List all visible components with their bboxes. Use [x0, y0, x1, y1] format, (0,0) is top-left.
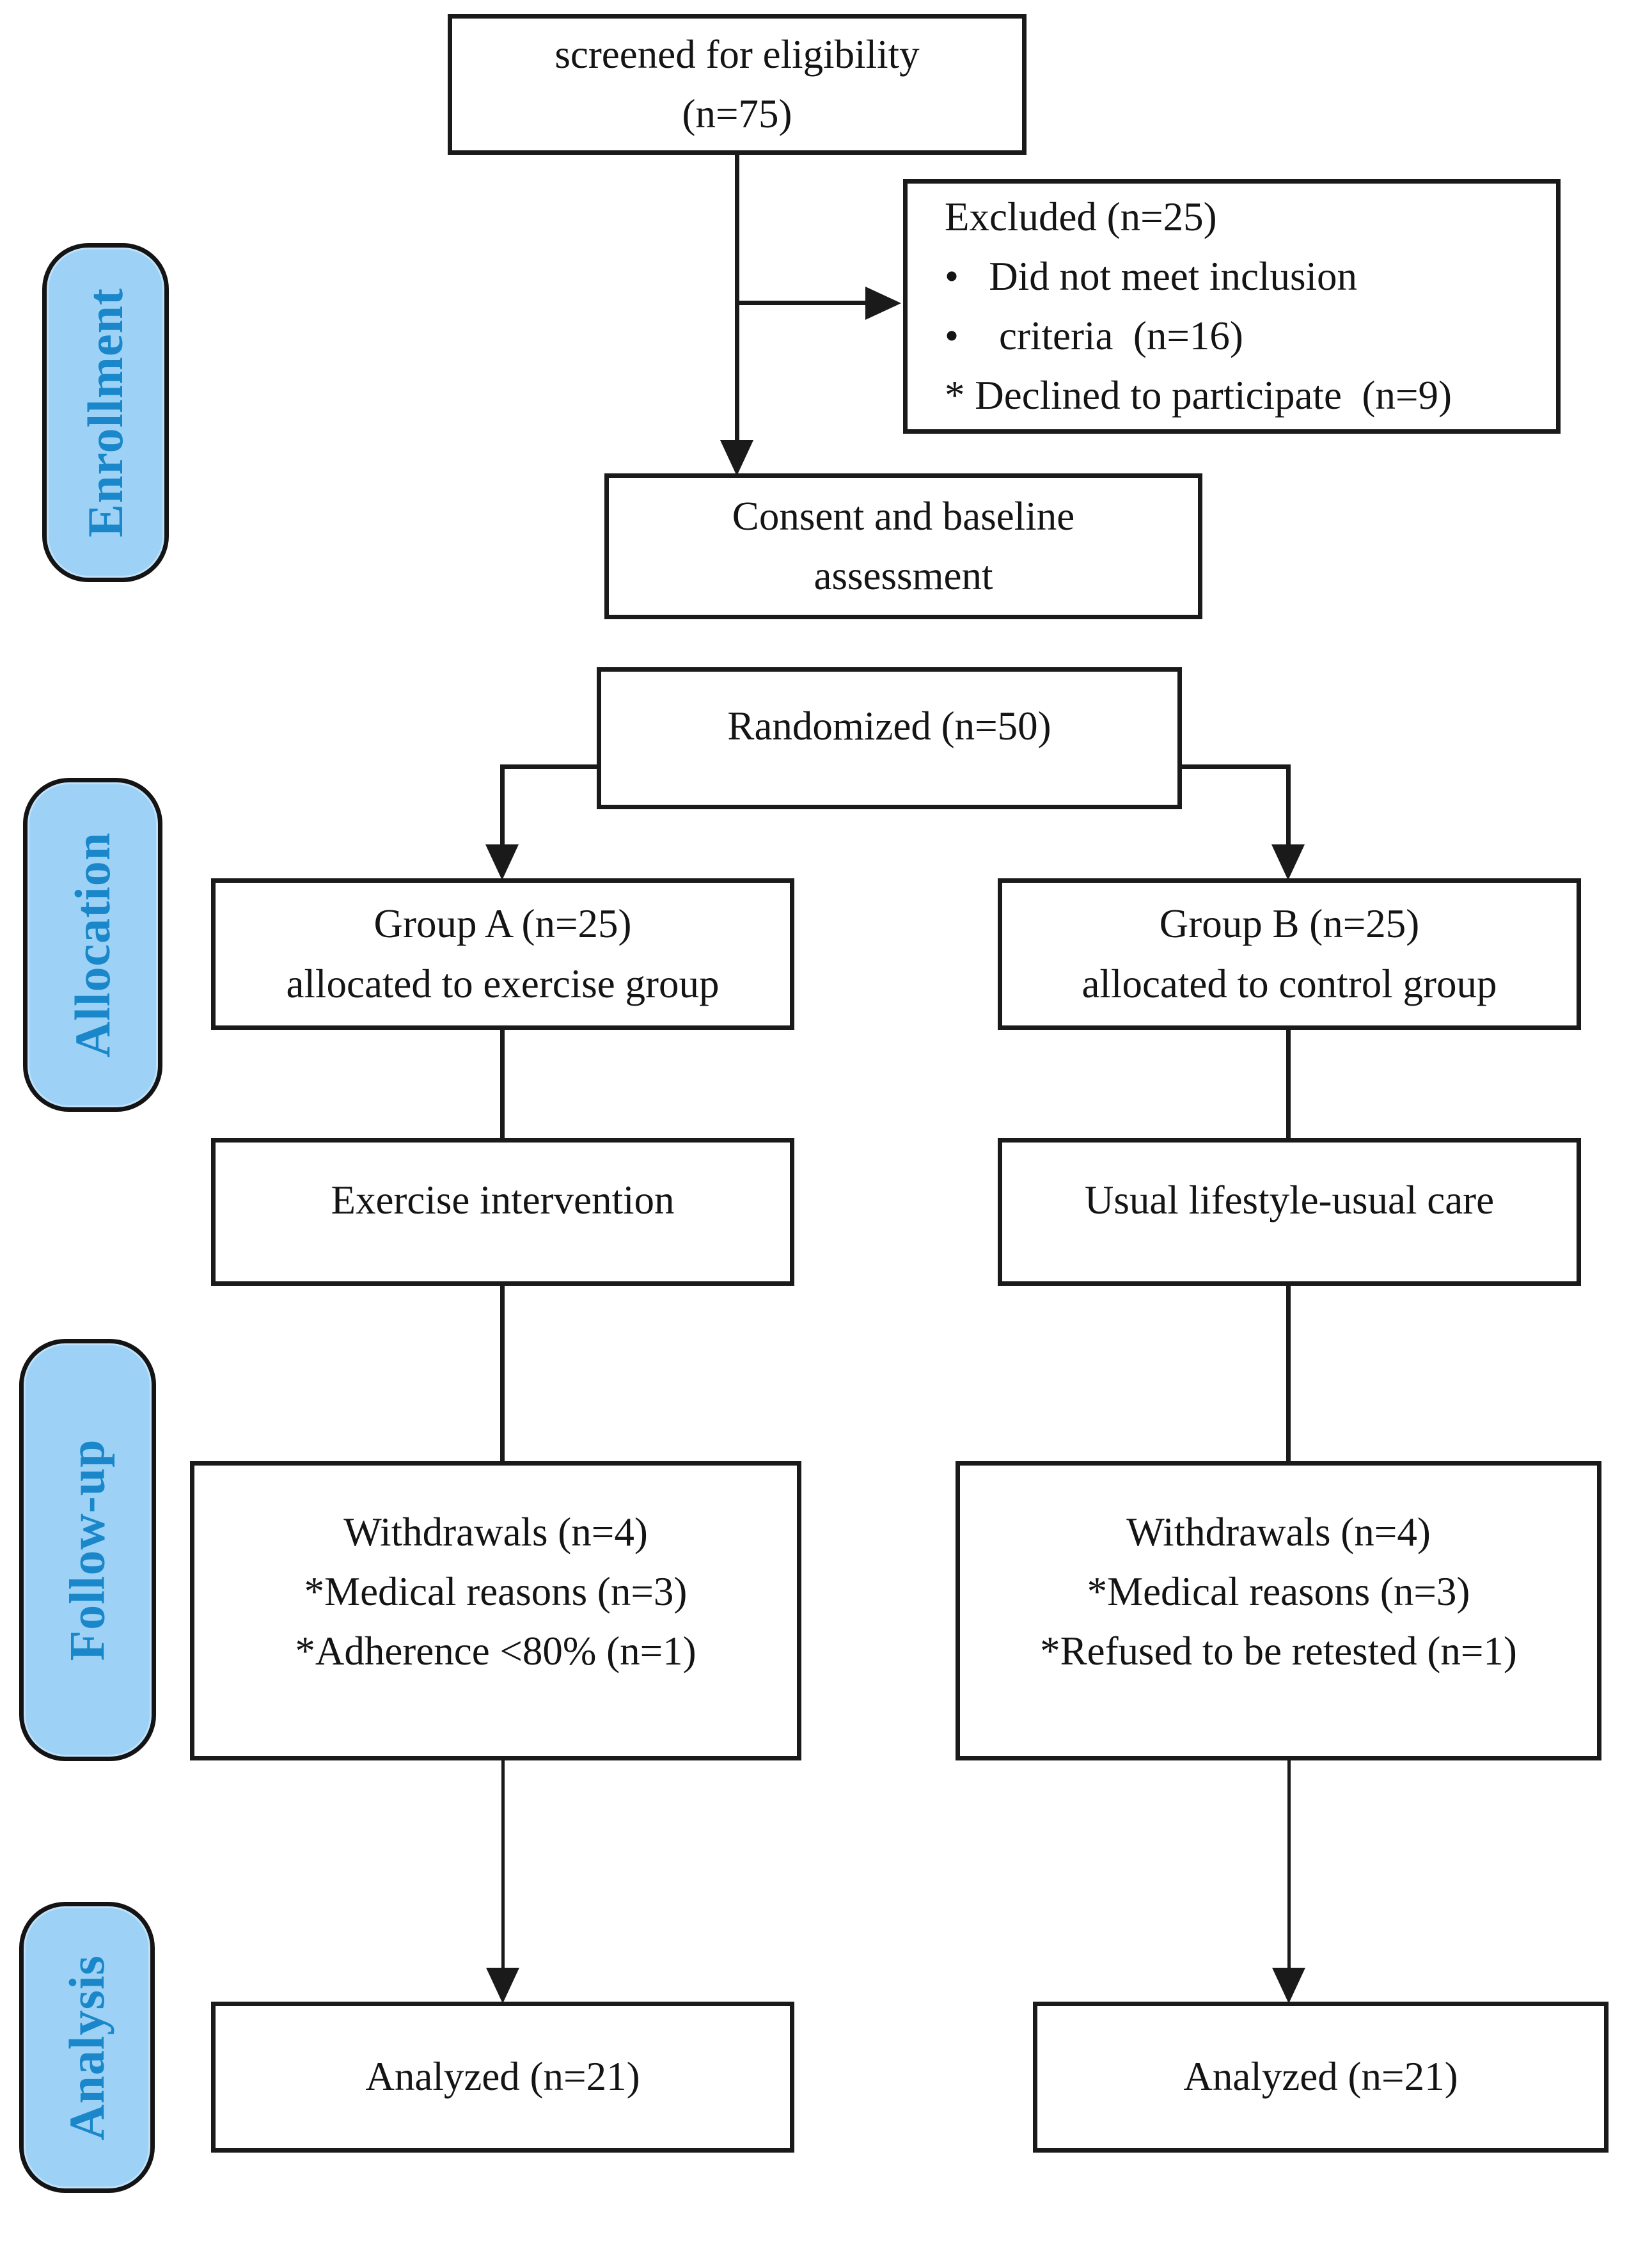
arrowhead-into-analyzed-b-icon [1272, 1968, 1305, 2004]
connector-exercise-to-withdrawals-a [500, 1285, 505, 1462]
box-text-line: assessment [814, 553, 993, 598]
arrowhead-into-group-a-icon [485, 844, 519, 880]
box-usual-lifestyle-care: Usual lifestyle-usual care [998, 1138, 1581, 1286]
stage-label-allocation: Allocation [23, 778, 162, 1112]
stage-label-follow-up: Follow-up [19, 1339, 156, 1761]
box-exercise-intervention: Exercise intervention [211, 1138, 794, 1286]
box-excluded: Excluded (n=25) • Did not meet inclusion… [903, 179, 1561, 434]
connector-withdrawals-b-to-analyzed-b [1287, 1759, 1291, 1972]
connector-withdrawals-a-to-analyzed-a [501, 1759, 505, 1972]
stage-label-analysis-text: Analysis [59, 1954, 115, 2140]
box-text-line: (n=75) [682, 91, 792, 136]
box-text-line: • Did not meet inclusion [945, 253, 1357, 299]
connector-usual-to-withdrawals-b [1286, 1285, 1291, 1462]
connector-randomized-split-left-horizontal [500, 764, 597, 769]
connector-group-b-to-usual [1286, 1029, 1291, 1139]
box-randomized: Randomized (n=50) [597, 667, 1182, 809]
box-text-line: *Medical reasons (n=3) [1087, 1569, 1470, 1615]
box-text-line: Excluded (n=25) [945, 194, 1217, 239]
stage-label-enrollment: Enrollment [42, 243, 169, 582]
arrowhead-into-group-b-icon [1271, 844, 1305, 880]
stage-label-follow-up-text: Follow-up [59, 1439, 115, 1661]
box-text-line: Randomized (n=50) [727, 704, 1051, 749]
box-text-line: • criteria (n=16) [945, 313, 1243, 358]
box-text-line: Consent and baseline [732, 493, 1075, 539]
box-withdrawals-group-b: Withdrawals (n=4) *Medical reasons (n=3)… [956, 1461, 1601, 1760]
connector-randomized-split-left-vertical [500, 764, 505, 848]
arrowhead-into-analyzed-a-icon [486, 1968, 519, 2004]
box-text-line: Withdrawals (n=4) [1126, 1510, 1431, 1554]
connector-randomized-split-right-horizontal [1182, 764, 1291, 769]
box-text-line: *Adherence <80% (n=1) [295, 1629, 696, 1674]
connector-group-a-to-exercise [500, 1029, 505, 1139]
box-screened-for-eligibility: screened for eligibility (n=75) [448, 14, 1027, 155]
stage-label-analysis: Analysis [19, 1902, 155, 2193]
box-text-line: allocated to control group [1082, 961, 1497, 1006]
box-text-line: screened for eligibility [555, 31, 920, 77]
box-text-line: Group B (n=25) [1159, 901, 1420, 947]
box-consent-baseline-assessment: Consent and baseline assessment [604, 473, 1202, 619]
box-group-b-allocation: Group B (n=25) allocated to control grou… [998, 878, 1581, 1030]
connector-branch-to-excluded [737, 301, 867, 305]
box-analyzed-group-a: Analyzed (n=21) [211, 2002, 794, 2153]
box-text-line: Withdrawals (n=4) [343, 1510, 648, 1554]
connector-screened-to-consent [735, 155, 739, 441]
box-text-line: *Refused to be retested (n=1) [1040, 1629, 1517, 1674]
arrowhead-into-consent-icon [720, 440, 753, 476]
box-analyzed-group-b: Analyzed (n=21) [1033, 2002, 1609, 2153]
box-withdrawals-group-a: Withdrawals (n=4) *Medical reasons (n=3)… [190, 1461, 801, 1760]
box-text-line: Analyzed (n=21) [365, 2054, 640, 2100]
box-text-line: *Medical reasons (n=3) [304, 1569, 688, 1615]
box-text-line: allocated to exercise group [286, 961, 720, 1006]
arrowhead-into-excluded-icon [865, 287, 901, 320]
stage-label-allocation-text: Allocation [65, 832, 121, 1058]
box-text-line: Analyzed (n=21) [1183, 2054, 1458, 2100]
connector-randomized-split-right-vertical [1286, 764, 1291, 848]
box-text-line: Usual lifestyle-usual care [1084, 1177, 1495, 1222]
box-group-a-allocation: Group A (n=25) allocated to exercise gro… [211, 878, 794, 1030]
box-text-line: * Declined to participate (n=9) [945, 373, 1452, 418]
box-text-line: Exercise intervention [331, 1177, 675, 1222]
stage-label-enrollment-text: Enrollment [77, 288, 134, 537]
box-text-line: Group A (n=25) [374, 901, 632, 947]
